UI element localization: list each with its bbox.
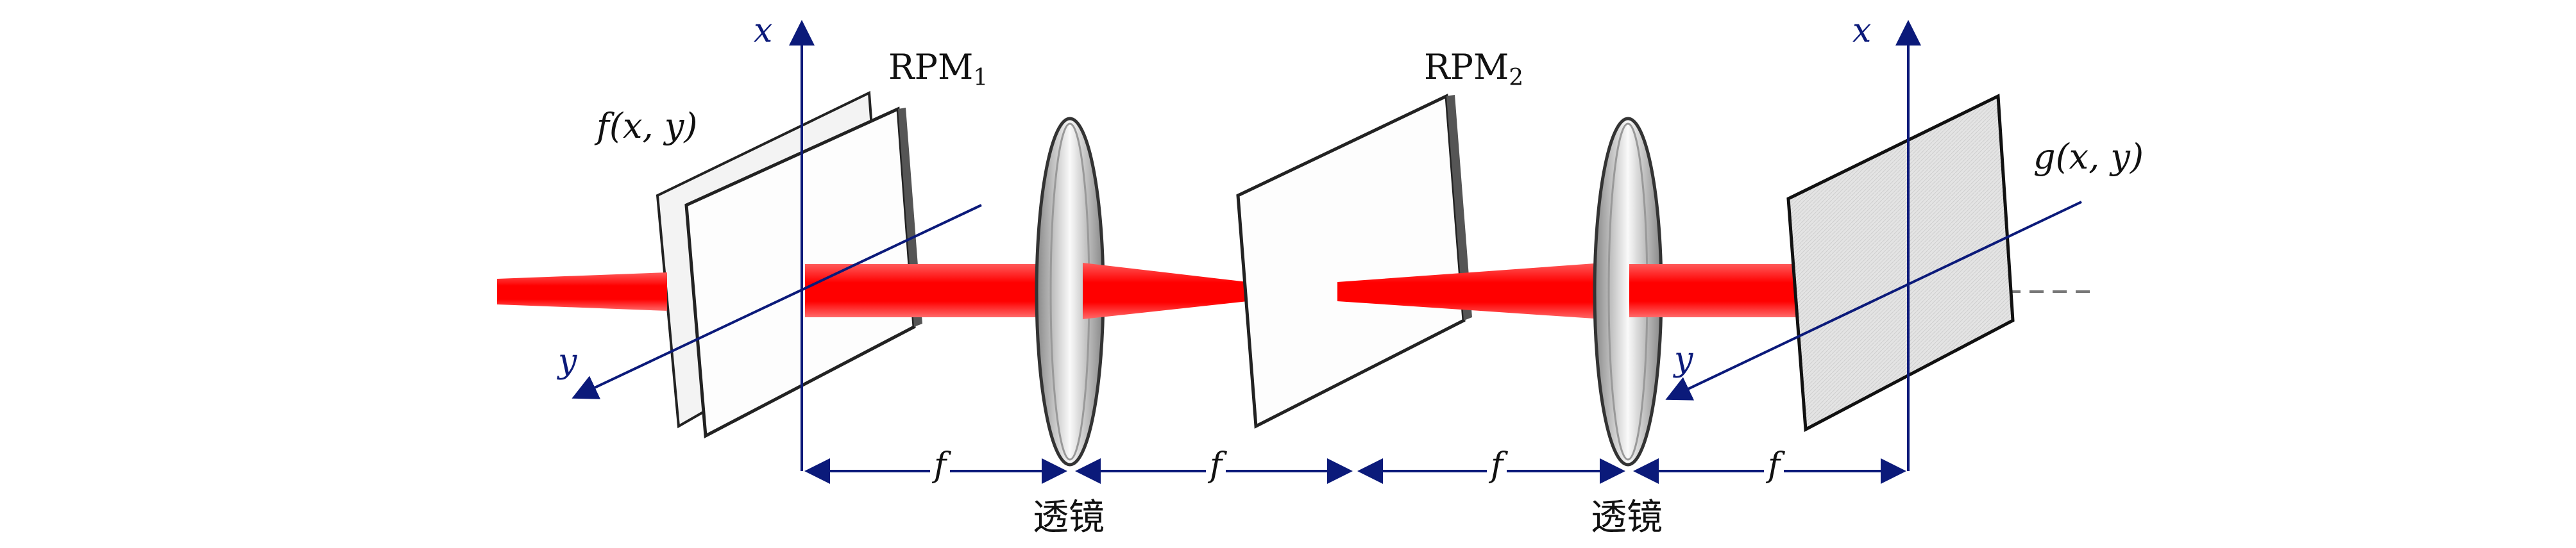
x-axis-left-label: x (754, 12, 773, 50)
rpm1-label-text: RPM (888, 47, 974, 87)
rpm1-label-subscript: 1 (973, 65, 988, 91)
rpm2-label-subscript: 2 (1509, 65, 1524, 91)
input-field-label: f(x, y) (597, 106, 698, 146)
rpm2-label-text: RPM (1424, 47, 1509, 87)
focal-length-label-1: f (930, 449, 951, 482)
y-axis-right (1665, 201, 2082, 401)
rpm2-plate-edge (1446, 95, 1472, 320)
y-axis-left-label: y (558, 342, 577, 381)
rpm2-label: RPM2 (1424, 50, 1523, 90)
x-axis-right-label: x (1852, 12, 1872, 50)
beam-segment-2 (1083, 263, 1248, 319)
beam-input (497, 272, 667, 311)
y-axis-left (572, 204, 982, 399)
output-field-label: g(x, y) (2033, 137, 2144, 177)
beam-segment-4 (1629, 264, 1796, 317)
lens-1-label: 透镜 (1033, 497, 1105, 538)
beam-segment-1 (805, 264, 1046, 317)
lens-2-label: 透镜 (1591, 497, 1663, 538)
focal-length-label-2: f (1206, 449, 1226, 482)
rpm2-plate (1236, 94, 1466, 429)
rpm1-label: RPM1 (888, 50, 988, 90)
beam-segment-3 (1337, 263, 1604, 319)
focal-length-label-3: f (1487, 449, 1507, 482)
output-plane (1786, 94, 2015, 432)
y-axis-right-label: y (1674, 340, 1693, 379)
focal-length-label-4: f (1764, 449, 1784, 482)
